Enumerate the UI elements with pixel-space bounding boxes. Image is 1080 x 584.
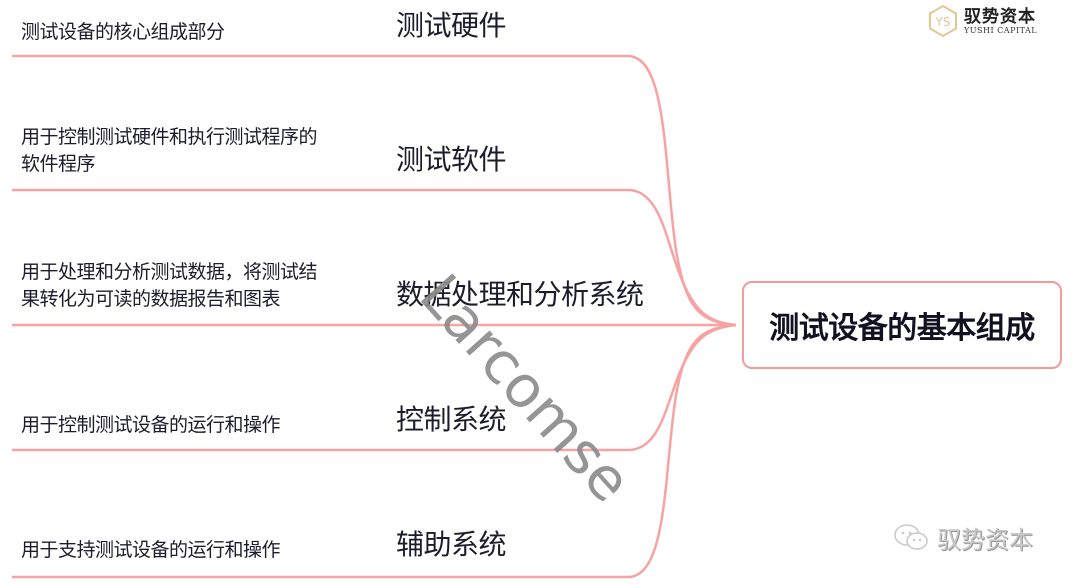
footer-watermark-text: 驭势资本: [937, 526, 1033, 554]
footer-watermark: 驭势资本: [893, 520, 1033, 555]
brand-logo: YS 驭势资本 YUSHI CAPITAL: [928, 5, 1037, 37]
branch-label-auxiliary-system: 辅助系统: [396, 528, 507, 561]
branch-label-data-system: 数据处理和分析系统: [396, 278, 644, 311]
branch-description-data-system: 用于处理和分析测试数据，将测试结果转化为可读的数据报告和图表: [21, 261, 318, 310]
root-node: 测试设备的基本组成: [742, 281, 1062, 369]
branch-label-software: 测试软件: [396, 143, 507, 176]
branch-label-control-system: 控制系统: [396, 403, 507, 436]
branch-description-control-system: 用于控制测试设备的运行和操作: [21, 414, 281, 436]
branch-label-hardware: 测试硬件: [396, 9, 507, 42]
logo-name-en: YUSHI CAPITAL: [964, 25, 1038, 35]
branch-description-software: 用于控制测试硬件和执行测试程序的软件程序: [21, 126, 318, 175]
logo-name-cn: 驭势资本: [964, 6, 1036, 27]
hexagon-logo-icon: YS: [929, 5, 957, 37]
svg-text:YS: YS: [935, 15, 951, 29]
wechat-icon: [894, 523, 928, 550]
branch-description-hardware: 测试设备的核心组成部分: [21, 21, 225, 43]
branch-description-auxiliary-system: 用于支持测试设备的运行和操作: [21, 539, 281, 561]
